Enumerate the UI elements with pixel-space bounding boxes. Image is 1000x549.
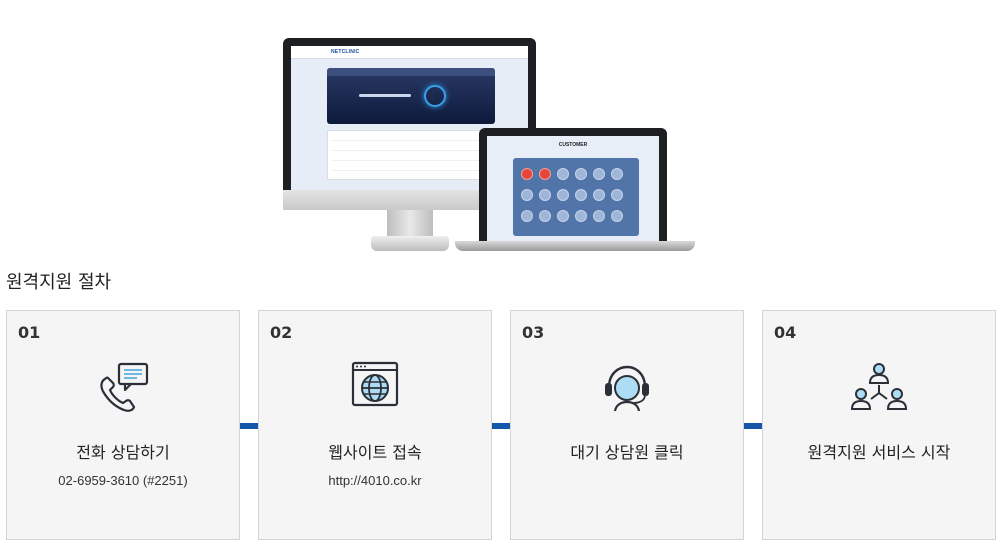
customer-title: CUSTOMER	[558, 142, 588, 148]
agent-avatar-icon	[539, 168, 551, 180]
agent-avatar-icon	[521, 168, 533, 180]
device-illustration: NETCLINIC CUSTOMER	[283, 38, 695, 253]
agent-avatar-icon	[575, 189, 587, 201]
netclinic-logo: NETCLINIC	[331, 49, 360, 55]
agent-avatar-icon	[611, 210, 623, 222]
network-users-icon	[850, 363, 908, 410]
agent-avatar-icon	[539, 210, 551, 222]
agent-avatar-icon	[539, 189, 551, 201]
monitor-screen: NETCLINIC	[291, 46, 528, 190]
agent-avatar-icon	[521, 210, 533, 222]
agent-avatar-icon	[557, 189, 569, 201]
agent-avatar-icon	[575, 168, 587, 180]
web-globe-icon	[351, 361, 399, 407]
phone-chat-icon	[100, 362, 149, 412]
phone-number: 02-6959-3610 (#2251)	[58, 473, 188, 488]
step-label: 웹사이트 접속	[328, 443, 422, 462]
monitor-screen-banner	[327, 68, 495, 124]
agent-avatar-icon	[575, 210, 587, 222]
step-card-4: 04 원격지원 서비스 시작	[762, 310, 996, 540]
monitor-screen-header: NETCLINIC	[291, 46, 528, 59]
step-label: 원격지원 서비스 시작	[807, 443, 951, 462]
agent-avatar-icon	[611, 168, 623, 180]
agent-avatar-icon	[557, 168, 569, 180]
agent-avatar-icon	[593, 189, 605, 201]
agent-avatar-icon	[593, 168, 605, 180]
step-label: 대기 상담원 클릭	[570, 443, 684, 462]
website-url[interactable]: http://4010.co.kr	[328, 473, 422, 488]
step-card-1: 01 전화 상담하기 02-6959-3610 (#2251)	[6, 310, 240, 540]
step-number: 03	[522, 323, 545, 342]
step-card-3: 03 대기 상담원 클릭	[510, 310, 744, 540]
agent-avatar-icon	[593, 210, 605, 222]
monitor-screen-table	[327, 130, 495, 180]
step-number: 02	[270, 323, 293, 342]
step-number: 01	[18, 323, 41, 342]
agent-avatar-icon	[557, 210, 569, 222]
step-number: 04	[774, 323, 797, 342]
headset-agent-icon	[605, 365, 649, 412]
laptop-base	[455, 241, 695, 251]
step-label: 전화 상담하기	[76, 443, 170, 462]
step-card-2: 02 웹사이트 접속 http://4010.co.kr	[258, 310, 492, 540]
desktop-monitor: NETCLINIC	[283, 38, 536, 210]
laptop: CUSTOMER	[479, 128, 667, 243]
agent-grid-panel	[513, 158, 639, 236]
agent-avatar-icon	[611, 189, 623, 201]
section-title: 원격지원 절차	[6, 272, 112, 293]
agent-avatar-icon	[521, 189, 533, 201]
laptop-screen: CUSTOMER	[487, 136, 659, 241]
